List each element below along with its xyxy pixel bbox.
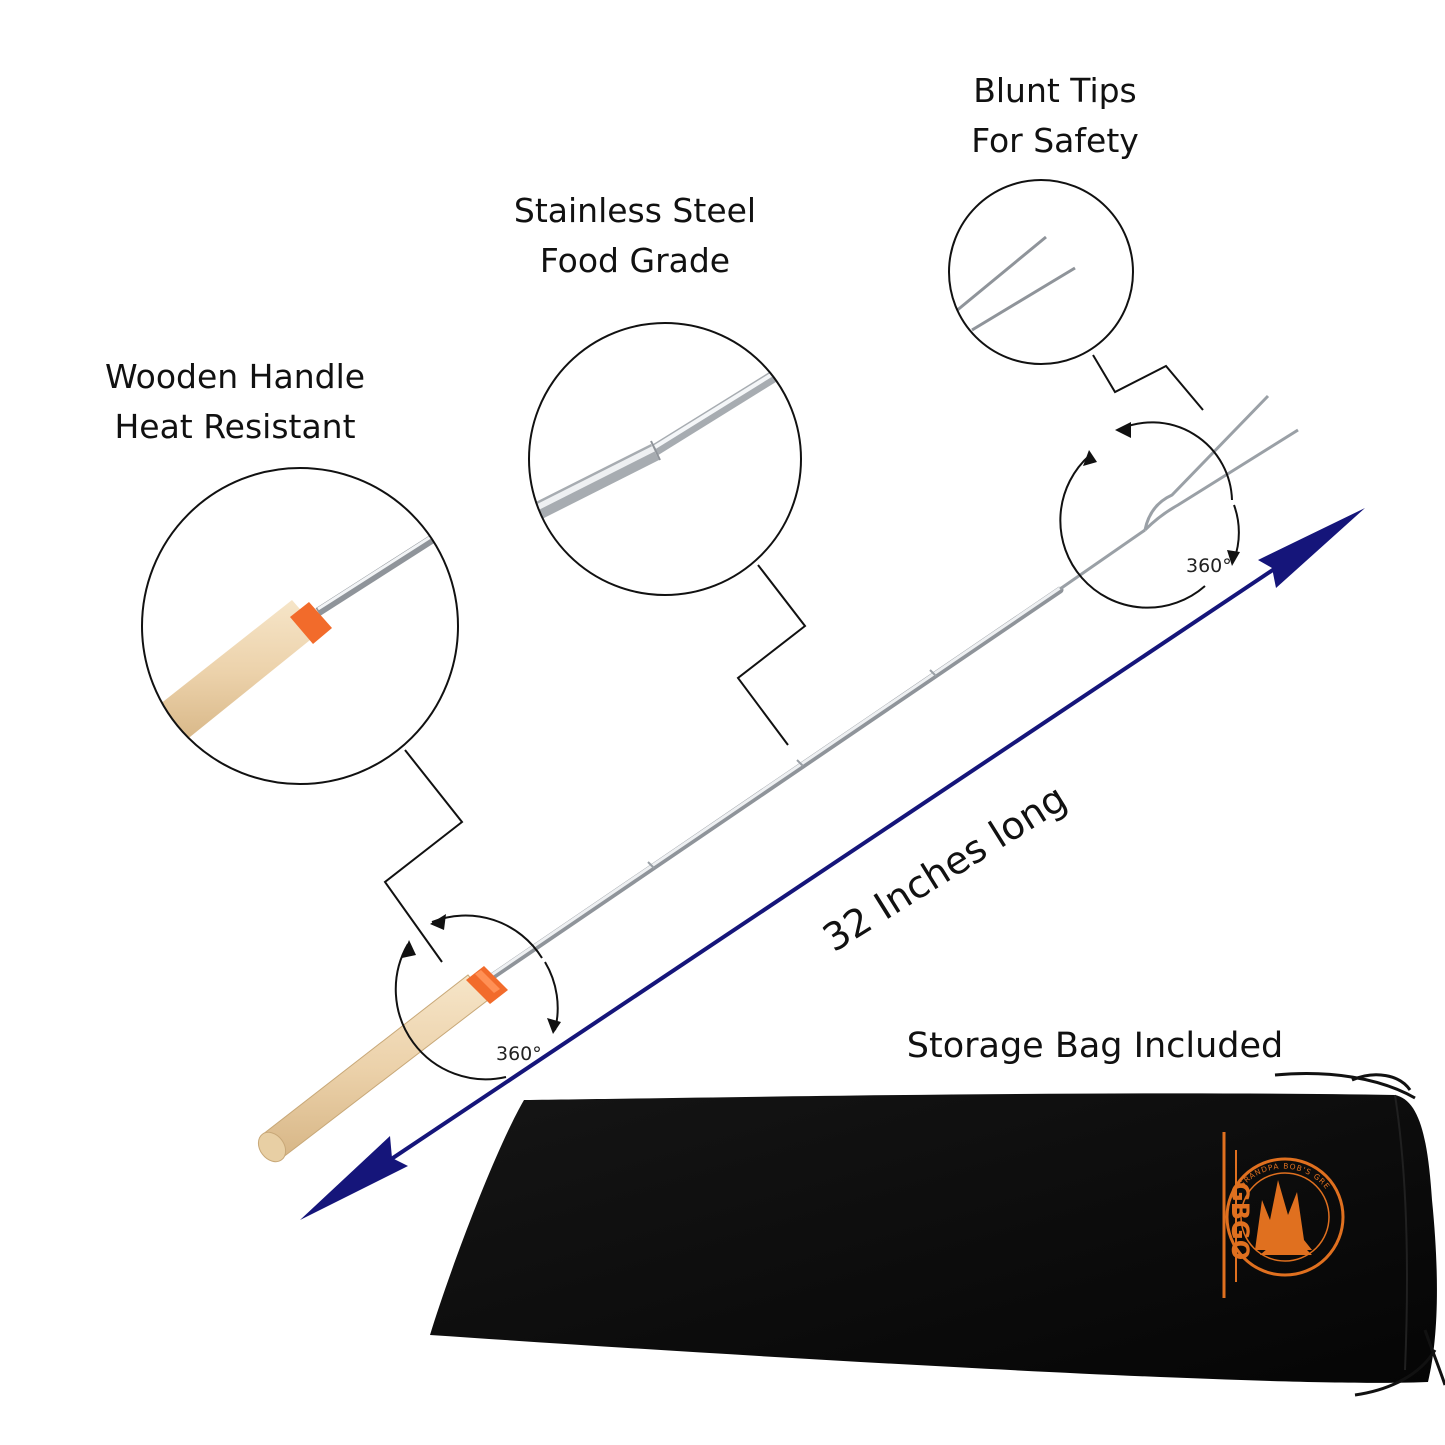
callout-connectors [383, 354, 1204, 963]
stainless-steel-callout-label: Stainless Steel Food Grade [485, 186, 785, 285]
magnifier-wooden-handle [141, 467, 459, 785]
stick-rod [486, 528, 1146, 982]
callout-subtitle: Heat Resistant [114, 406, 356, 446]
wooden-handle-callout-label: Wooden Handle Heat Resistant [80, 352, 390, 451]
callout-title: Wooden Handle [104, 357, 366, 396]
rotation-indicator-handle: 360° [394, 914, 561, 1081]
wooden-handle [257, 974, 489, 1163]
storage-bag-label: Storage Bag Included [906, 1026, 1284, 1066]
magnifier-stainless-steel [528, 322, 802, 596]
fork-tines [1143, 394, 1299, 532]
rotation-degree-label: 360° [496, 1043, 542, 1065]
rotation-indicator-tip: 360° [1059, 421, 1240, 609]
length-arrow [300, 508, 1365, 1220]
blunt-tips-callout-label: Blunt Tips For Safety [930, 66, 1180, 165]
handle-ferrule [466, 966, 508, 1004]
callout-subtitle: For Safety [971, 120, 1139, 160]
callout-title: Stainless Steel [513, 191, 757, 230]
bag-logo-initials: GBGO [1226, 1182, 1254, 1260]
callout-subtitle: Food Grade [539, 240, 731, 280]
roasting-stick [257, 394, 1299, 1163]
bag-drawstring [1274, 1072, 1445, 1397]
callout-title: Blunt Tips [973, 71, 1137, 110]
magnifier-blunt-tips [948, 179, 1134, 365]
rotation-degree-label: 360° [1186, 555, 1232, 577]
